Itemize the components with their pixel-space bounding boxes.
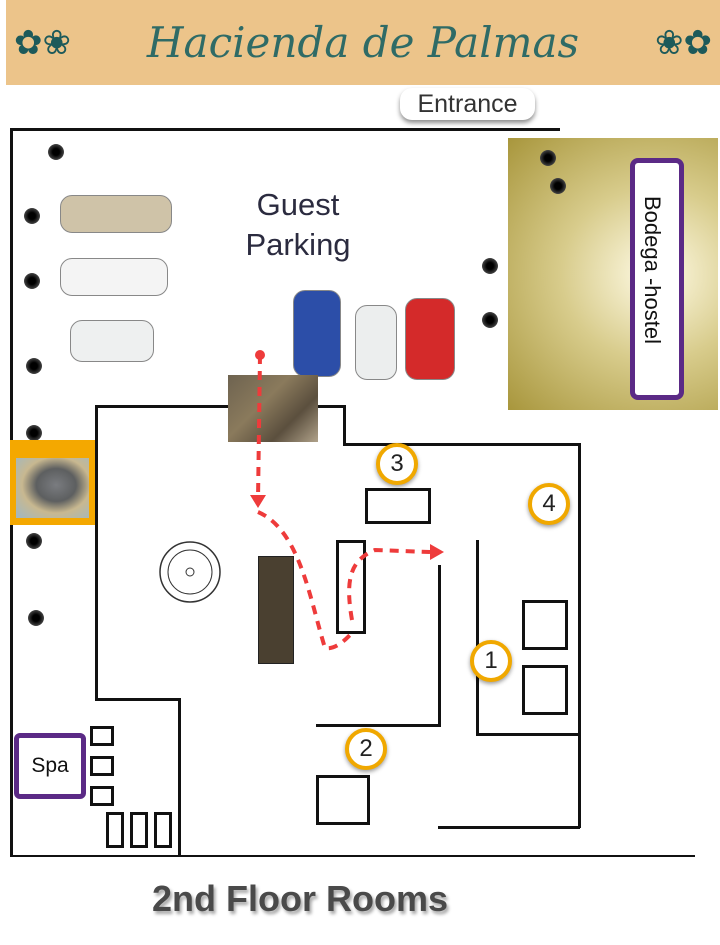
tree-icon (26, 358, 42, 374)
route-segment (347, 547, 431, 621)
guest-parking-label: Guest Parking (228, 185, 368, 265)
guest-parking-line1: Guest (256, 187, 340, 222)
wall (95, 405, 98, 700)
header-banner: ✿❀ Hacienda de Palmas ❀✿ (6, 0, 720, 85)
tree-icon (48, 144, 64, 160)
lounger (154, 812, 172, 848)
tree-icon (550, 178, 566, 194)
wall (10, 128, 560, 131)
spa-label[interactable]: Spa (14, 733, 86, 799)
guest-parking-line2: Parking (245, 227, 351, 262)
room-1-bed (522, 600, 568, 650)
tree-icon (26, 425, 42, 441)
tortoise-photo-box[interactable] (10, 440, 95, 525)
courtyard-table (258, 556, 294, 664)
entrance-label: Entrance (400, 88, 535, 120)
floral-ornament-icon: ❀✿ (655, 23, 712, 62)
wall (438, 565, 441, 725)
floor-title: 2nd Floor Rooms (152, 878, 448, 919)
room-marker-3[interactable]: 3 (376, 443, 418, 485)
wall (10, 855, 695, 857)
car-icon (293, 290, 341, 377)
route-segment (257, 510, 352, 651)
wall (343, 405, 346, 445)
wall (95, 698, 180, 701)
wall (476, 540, 479, 735)
wall (476, 733, 580, 736)
lounger (90, 756, 114, 776)
tree-icon (482, 312, 498, 328)
wall (178, 698, 181, 855)
car-icon (70, 320, 154, 362)
bodega-label-box[interactable] (630, 158, 684, 400)
lounger (90, 726, 114, 746)
floral-ornament-icon: ✿❀ (14, 23, 71, 62)
room-3-furniture (365, 488, 431, 524)
arrowhead-icon (250, 495, 266, 508)
car-icon (60, 195, 172, 233)
tree-icon (28, 610, 44, 626)
tree-icon (24, 208, 40, 224)
lounger (90, 786, 114, 806)
tree-icon (482, 258, 498, 274)
lounger (106, 812, 124, 848)
tree-icon (540, 150, 556, 166)
wall (578, 443, 581, 828)
stairs (336, 540, 366, 634)
room-2-bed (316, 775, 370, 825)
room-marker-4[interactable]: 4 (528, 483, 570, 525)
room-1-bed (522, 665, 568, 715)
room-marker-2[interactable]: 2 (345, 728, 387, 770)
wall (316, 724, 441, 727)
wall (95, 405, 345, 408)
lounger (130, 812, 148, 848)
entrance-photo[interactable] (228, 375, 318, 442)
route-start-dot (255, 350, 265, 360)
tortoise-photo (16, 458, 89, 518)
tree-icon (26, 533, 42, 549)
tree-icon (24, 273, 40, 289)
car-icon (405, 298, 455, 380)
room-marker-1[interactable]: 1 (470, 640, 512, 682)
wall (343, 443, 580, 446)
route-segment (256, 354, 262, 501)
arrowhead-icon (430, 544, 444, 560)
car-icon (355, 305, 397, 380)
page-title: Hacienda de Palmas (146, 18, 580, 67)
fountain-icon (159, 541, 221, 603)
wall (438, 826, 580, 829)
car-icon (60, 258, 168, 296)
